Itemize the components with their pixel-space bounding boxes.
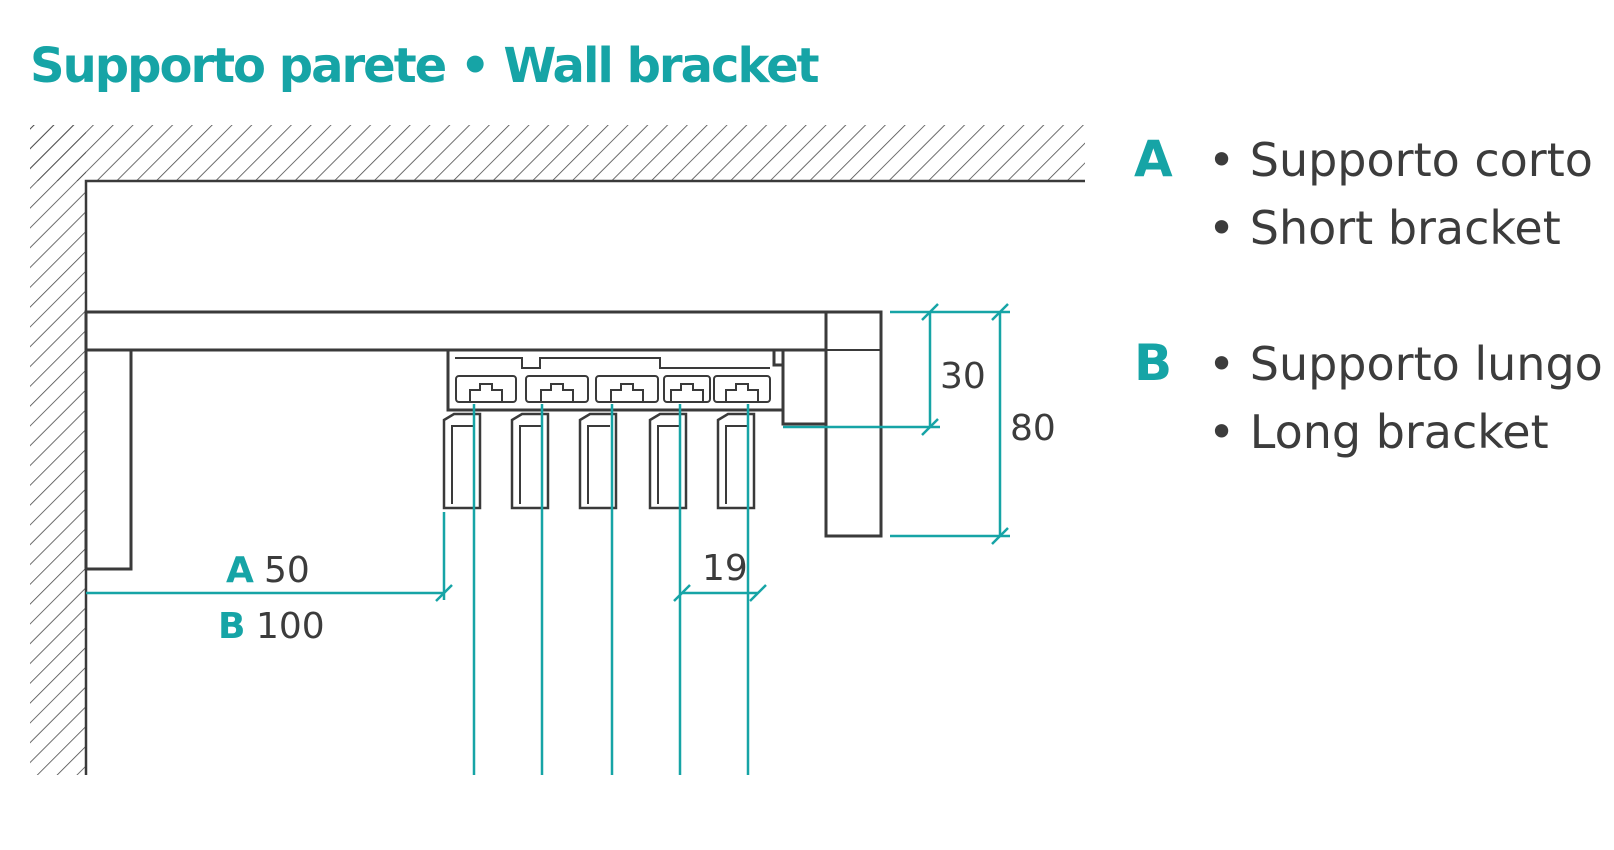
wall-distance-dimension xyxy=(86,512,453,602)
track-channel xyxy=(455,375,517,403)
track-channel xyxy=(713,375,771,403)
legend-letter-b: B xyxy=(1134,334,1172,392)
dimension-80: 80 xyxy=(1010,408,1056,449)
runner xyxy=(578,412,618,510)
track-channel xyxy=(663,375,711,403)
wall-ceiling-edge xyxy=(84,179,1085,775)
ceiling-hatch xyxy=(30,125,1085,181)
dimension-50: 50 xyxy=(264,550,310,591)
front-clamp xyxy=(824,310,883,538)
rear-clamp xyxy=(781,348,828,426)
legend-a-line-1: • Supporto corto xyxy=(1208,133,1593,187)
height-dimensions xyxy=(783,303,1010,545)
legend-b-line-2: • Long bracket xyxy=(1208,405,1549,459)
track-channel xyxy=(525,375,589,403)
track-profile xyxy=(446,348,785,412)
panel-lines xyxy=(472,404,750,775)
legend-a-line-2: • Short bracket xyxy=(1208,201,1561,255)
legend-letter-a: A xyxy=(1134,130,1173,188)
bracket-arm xyxy=(84,310,883,352)
dimension-100: 100 xyxy=(256,606,325,647)
page-title: Supporto parete • Wall bracket xyxy=(30,38,819,94)
legend-b-line-1: • Supporto lungo xyxy=(1208,337,1603,391)
dimension-letter-a: A xyxy=(226,550,254,591)
dimension-30: 30 xyxy=(940,356,986,397)
wall-plate xyxy=(84,342,133,571)
legend: A • Supporto corto • Short bracket B • S… xyxy=(1134,130,1603,459)
track-channel xyxy=(595,375,659,403)
track-spacing-dimension xyxy=(673,584,767,602)
wall-hatch xyxy=(30,125,86,775)
dimension-19: 19 xyxy=(702,548,748,589)
dimension-letter-b: B xyxy=(218,606,245,647)
